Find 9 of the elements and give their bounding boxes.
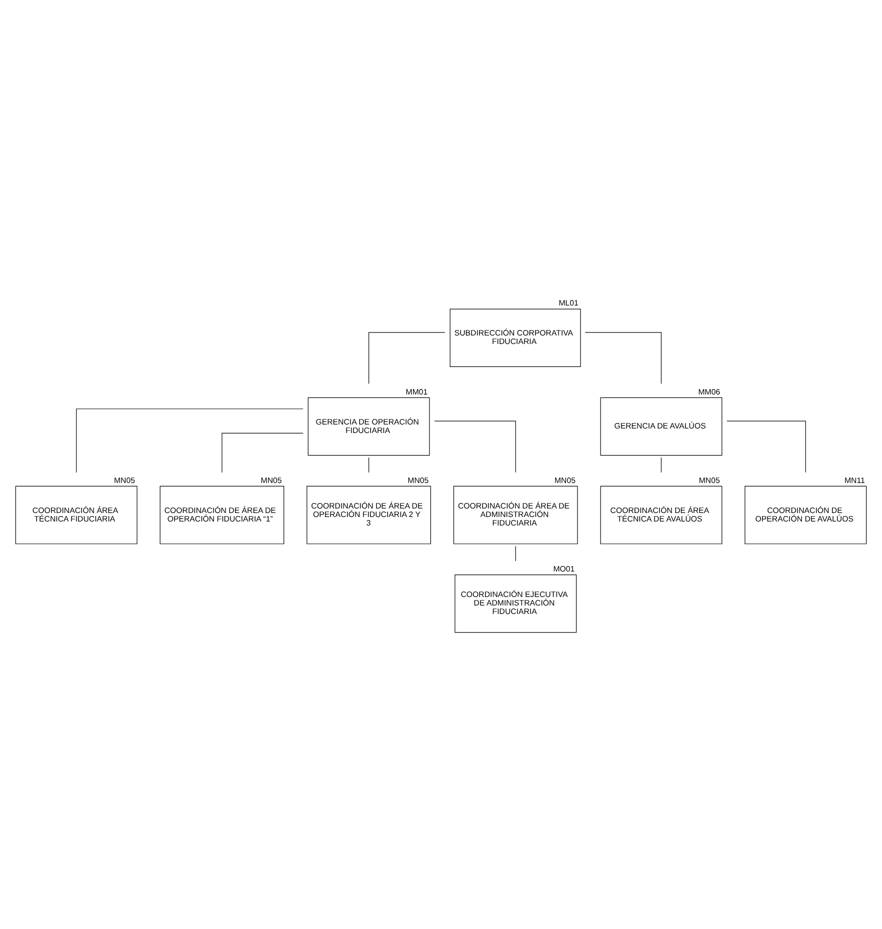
- connector: [368, 332, 446, 384]
- connector: [726, 420, 806, 472]
- connector: [222, 432, 304, 472]
- connector: [660, 456, 662, 472]
- connector: [76, 408, 304, 472]
- connector: [584, 332, 662, 384]
- connector: [434, 420, 516, 472]
- connector: [515, 545, 516, 561]
- connector: [368, 456, 370, 472]
